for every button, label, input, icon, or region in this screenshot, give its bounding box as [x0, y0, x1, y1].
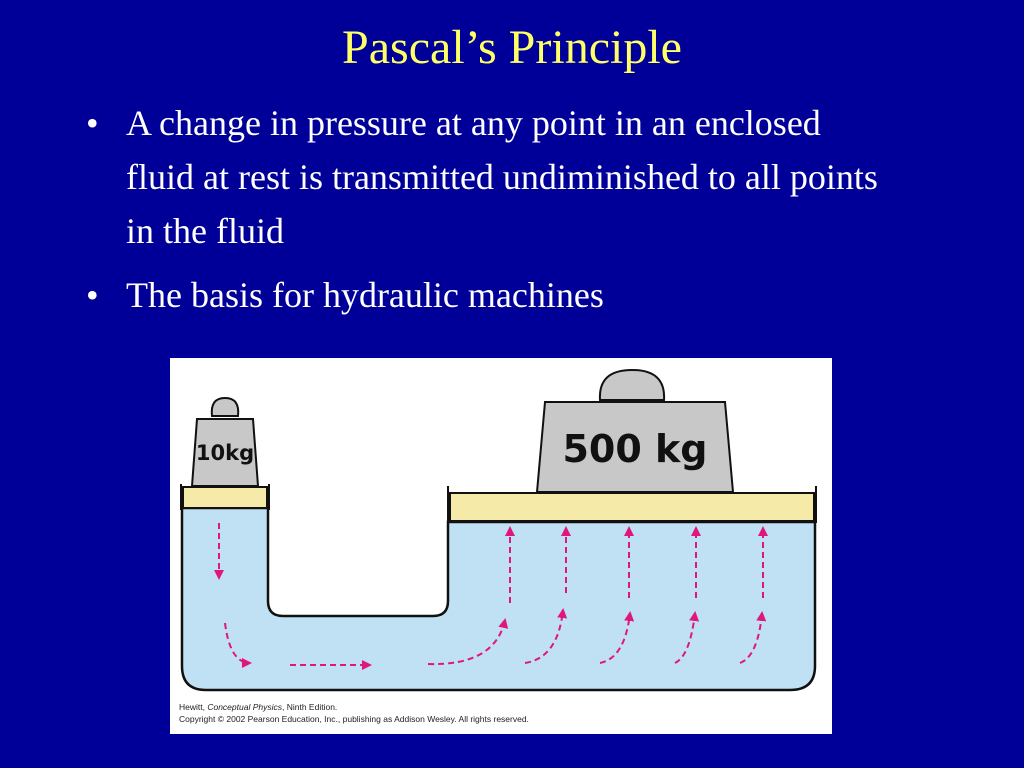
large-piston [449, 492, 815, 522]
bullet-item: • The basis for hydraulic machines [86, 268, 886, 322]
credit-line-2: Copyright © 2002 Pearson Education, Inc.… [179, 714, 529, 724]
hydraulic-press-diagram: 10kg 500 kg Hewitt, Conceptual Phys [179, 368, 817, 724]
bullet-marker: • [86, 103, 99, 143]
weight-10kg-icon: 10kg [190, 396, 260, 487]
bullet-list: • A change in pressure at any point in a… [86, 96, 886, 332]
slide-title: Pascal’s Principle [342, 21, 682, 74]
pressure-arrow-icon [524, 608, 568, 664]
fluid-body [180, 506, 817, 692]
small-piston [182, 486, 268, 509]
small-weight-label: 10kg [196, 441, 254, 465]
large-weight-label: 500 kg [562, 427, 707, 471]
bullet-text: A change in pressure at any point in an … [126, 103, 878, 251]
pressure-arrow-icon [674, 611, 700, 664]
pressure-arrow-icon [427, 618, 509, 666]
bullet-text: The basis for hydraulic machines [126, 275, 604, 315]
hydraulic-press-figure: 10kg 500 kg Hewitt, Conceptual Phys [170, 358, 832, 734]
bullet-marker: • [86, 275, 99, 315]
pressure-arrow-icon [599, 611, 635, 664]
pressure-arrow-icon [739, 611, 767, 664]
credit-line-1: Hewitt, Conceptual Physics, Ninth Editio… [179, 702, 337, 712]
pressure-arrow-icon [224, 622, 252, 668]
weight-500kg-icon: 500 kg [535, 368, 735, 493]
bullet-item: • A change in pressure at any point in a… [86, 96, 886, 258]
pressure-arrows [214, 523, 768, 670]
